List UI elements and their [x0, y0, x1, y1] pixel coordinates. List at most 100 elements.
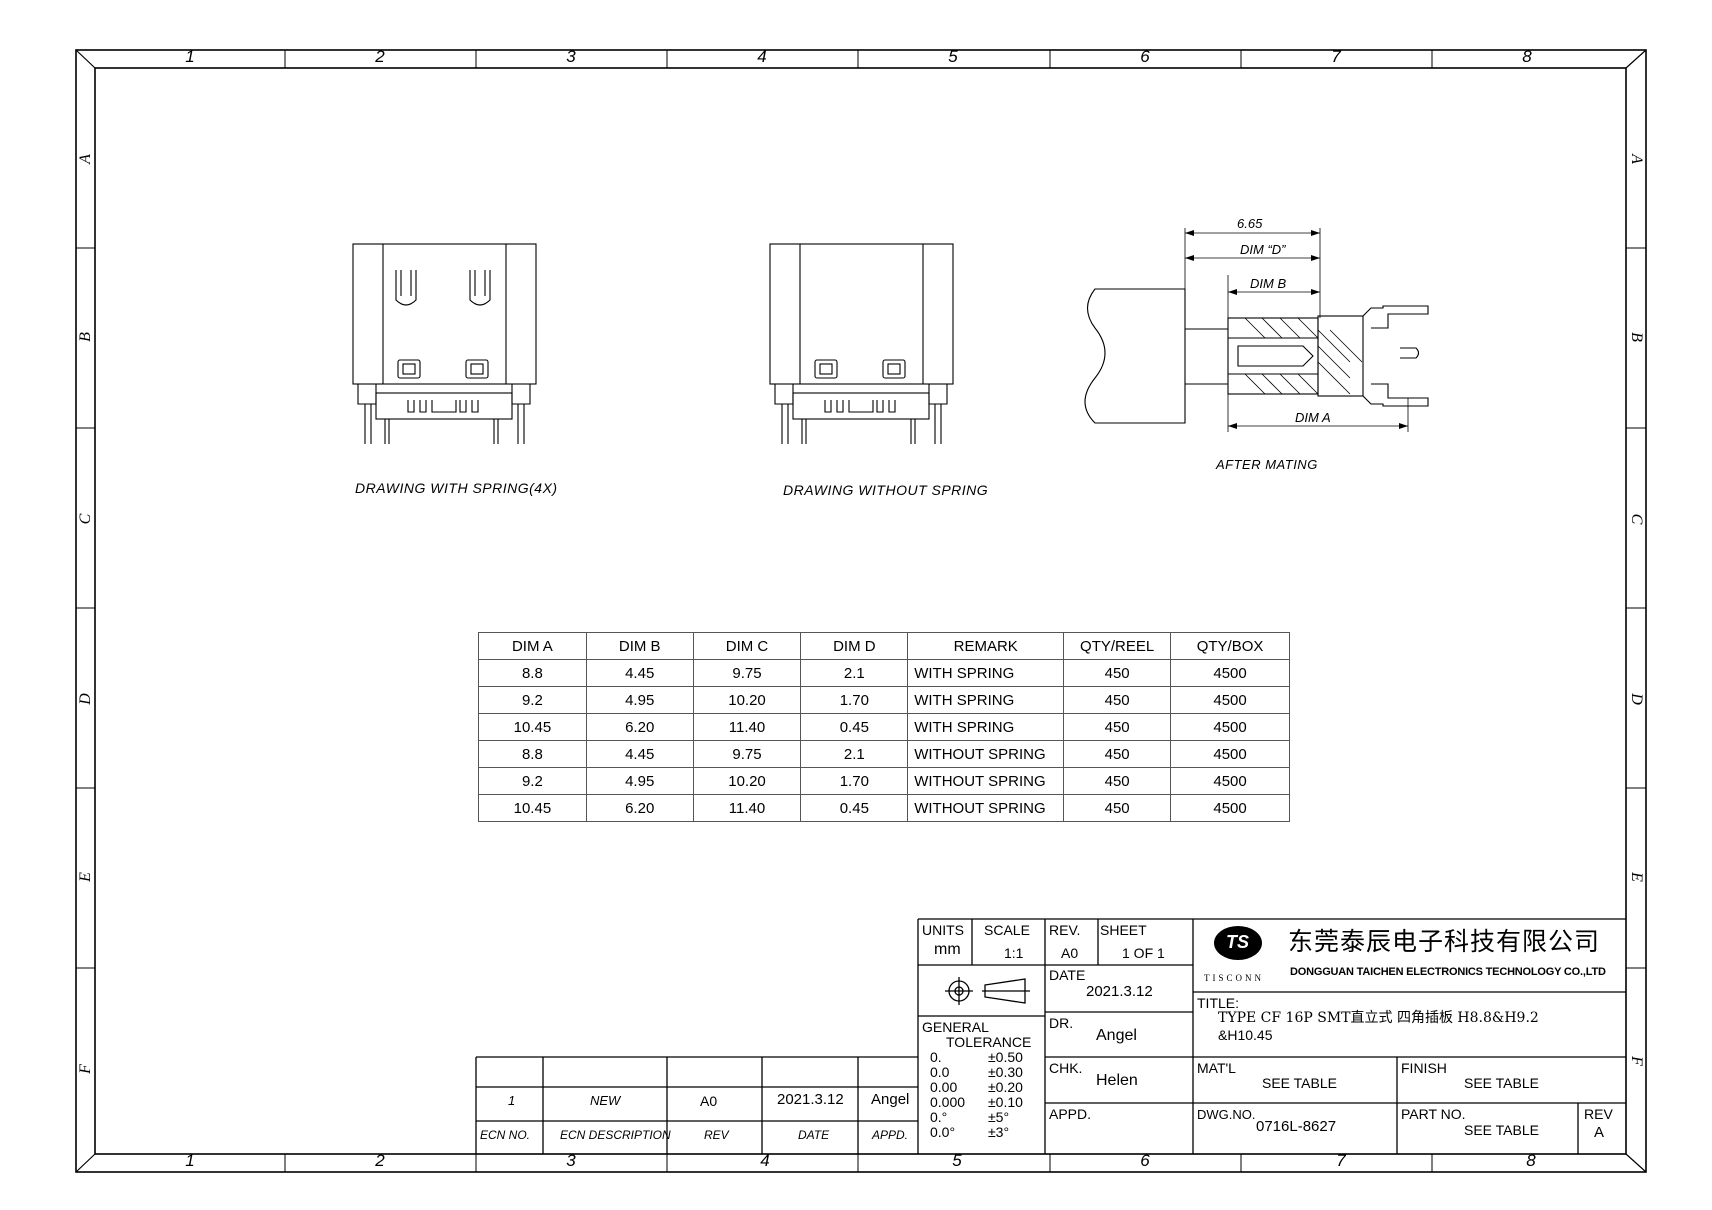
row-label: C: [1628, 513, 1645, 525]
table-cell: 4.95: [585, 686, 694, 714]
table-cell: WITHOUT SPRING: [907, 767, 1065, 795]
table-cell: 4500: [1170, 659, 1290, 687]
table-cell: 9.2: [478, 767, 587, 795]
column-label: 8: [1526, 1151, 1536, 1170]
inner-frame: [94, 67, 1627, 1155]
table-cell: 8.8: [478, 740, 587, 768]
tolerance-value: ±5°: [988, 1109, 1010, 1125]
title-block-grid: [475, 918, 1626, 1154]
table-cell: 6.20: [585, 713, 694, 741]
dr-label: DR.: [1049, 1015, 1074, 1031]
table-cell: 450: [1063, 686, 1172, 714]
dwg-no-value: 0716L-8627: [1256, 1118, 1337, 1135]
rev-label-rev: REV: [704, 1128, 729, 1142]
rev-appd: Angel: [871, 1091, 910, 1108]
row-label: E: [77, 872, 94, 882]
title-label: TITLE:: [1197, 995, 1240, 1011]
drawing-title-line2: &H10.45: [1218, 1027, 1273, 1043]
column-header: DIM B: [585, 632, 694, 660]
units-label: UNITS: [922, 922, 964, 938]
table-cell: WITH SPRING: [907, 686, 1065, 714]
column-label: 8: [1522, 47, 1532, 66]
row-label: A: [1628, 154, 1645, 164]
column-header: QTY/REEL: [1063, 632, 1172, 660]
row-label: C: [77, 513, 94, 525]
column-header: REMARK: [907, 632, 1065, 660]
table-row: 9.2 4.95 10.20 1.70 WITHOUT SPRING 450 4…: [478, 767, 1290, 795]
dim-d-label: DIM “D”: [1240, 242, 1286, 257]
dwg-no-label: DWG.NO.: [1197, 1107, 1256, 1122]
table-cell: 8.8: [478, 659, 587, 687]
dimension-table: DIM A DIM B DIM C DIM D REMARK QTY/REEL …: [478, 632, 1290, 822]
caption-with-spring: DRAWING WITH SPRING(4X): [355, 480, 558, 496]
row-label: F: [1628, 1056, 1645, 1066]
tolerance-value: ±3°: [988, 1124, 1010, 1140]
rev-label-description: ECN DESCRIPTION: [560, 1128, 671, 1142]
view-after-mating: [1084, 228, 1429, 432]
part-no-label: PART NO.: [1401, 1106, 1466, 1122]
logo-text: TISCONN: [1204, 973, 1265, 983]
row-label: D: [77, 693, 94, 705]
column-header: QTY/BOX: [1170, 632, 1290, 660]
table-cell: 450: [1063, 713, 1172, 741]
tolerance-format: 0.: [930, 1049, 942, 1065]
row-label: D: [1628, 693, 1645, 705]
tolerance-format: 0.00: [930, 1079, 958, 1095]
rev-label-date: DATE: [798, 1128, 830, 1142]
finish-value: SEE TABLE: [1464, 1075, 1539, 1091]
table-cell: 6.20: [585, 794, 694, 822]
tolerance-value: ±0.30: [988, 1064, 1023, 1080]
table-cell: 10.45: [478, 713, 587, 741]
scale-value: 1:1: [1004, 945, 1024, 961]
table-cell: 9.75: [692, 659, 802, 687]
table-cell: 2.1: [800, 659, 909, 687]
table-cell: 450: [1063, 767, 1172, 795]
scale-label: SCALE: [984, 922, 1030, 938]
logo-mark-text: TS: [1226, 932, 1250, 952]
rev-value: A0: [1061, 945, 1079, 961]
caption-without-spring: DRAWING WITHOUT SPRING: [783, 482, 989, 498]
table-row: 9.2 4.95 10.20 1.70 WITH SPRING 450 4500: [478, 686, 1290, 714]
table-cell: 10.45: [478, 794, 587, 822]
table-cell: 4.45: [585, 659, 694, 687]
table-cell: 9.2: [478, 686, 587, 714]
appd-label: APPD.: [1049, 1106, 1092, 1122]
column-label: 7: [1331, 47, 1341, 66]
sheet-value: 1 OF 1: [1122, 945, 1165, 961]
table-cell: 450: [1063, 659, 1172, 687]
table-cell: 4500: [1170, 713, 1290, 741]
matl-label: MAT'L: [1197, 1060, 1236, 1076]
table-cell: WITH SPRING: [907, 713, 1065, 741]
table-cell: WITH SPRING: [907, 659, 1065, 687]
outer-frame: [75, 49, 1647, 1173]
table-row: 8.8 4.45 9.75 2.1 WITHOUT SPRING 450 450…: [478, 740, 1290, 768]
table-row: 10.45 6.20 11.40 0.45 WITHOUT SPRING 450…: [478, 794, 1290, 822]
table-cell: 1.70: [800, 767, 909, 795]
finish-label: FINISH: [1401, 1060, 1447, 1076]
date-value: 2021.3.12: [1086, 983, 1153, 1000]
rev-description: NEW: [590, 1093, 621, 1108]
column-label: 6: [1140, 1151, 1150, 1170]
table-cell: WITHOUT SPRING: [907, 740, 1065, 768]
column-ticks: [284, 50, 1433, 1172]
part-no-value: SEE TABLE: [1464, 1122, 1539, 1138]
tolerance-format: 0.0: [930, 1064, 950, 1080]
units-value: mm: [934, 941, 961, 958]
dim-total-label: 6.65: [1237, 216, 1263, 231]
table-header-row: DIM A DIM B DIM C DIM D REMARK QTY/REEL …: [478, 632, 1290, 660]
table-cell: 4500: [1170, 686, 1290, 714]
column-label: 3: [566, 47, 576, 66]
rev-label: REV.: [1049, 922, 1081, 938]
column-label: 6: [1140, 47, 1150, 66]
drawing-title-line1: TYPE CF 16P SMT直立式 四角插板 H8.8&H9.2: [1218, 1010, 1539, 1026]
column-label: 7: [1336, 1151, 1346, 1170]
column-label: 5: [948, 47, 958, 66]
table-cell: 4.45: [585, 740, 694, 768]
row-label: B: [1628, 332, 1645, 342]
table-cell: 10.20: [692, 686, 802, 714]
matl-value: SEE TABLE: [1262, 1075, 1337, 1091]
table-cell: 11.40: [692, 794, 802, 822]
sheet-label: SHEET: [1100, 922, 1147, 938]
rev-date: 2021.3.12: [777, 1091, 844, 1108]
